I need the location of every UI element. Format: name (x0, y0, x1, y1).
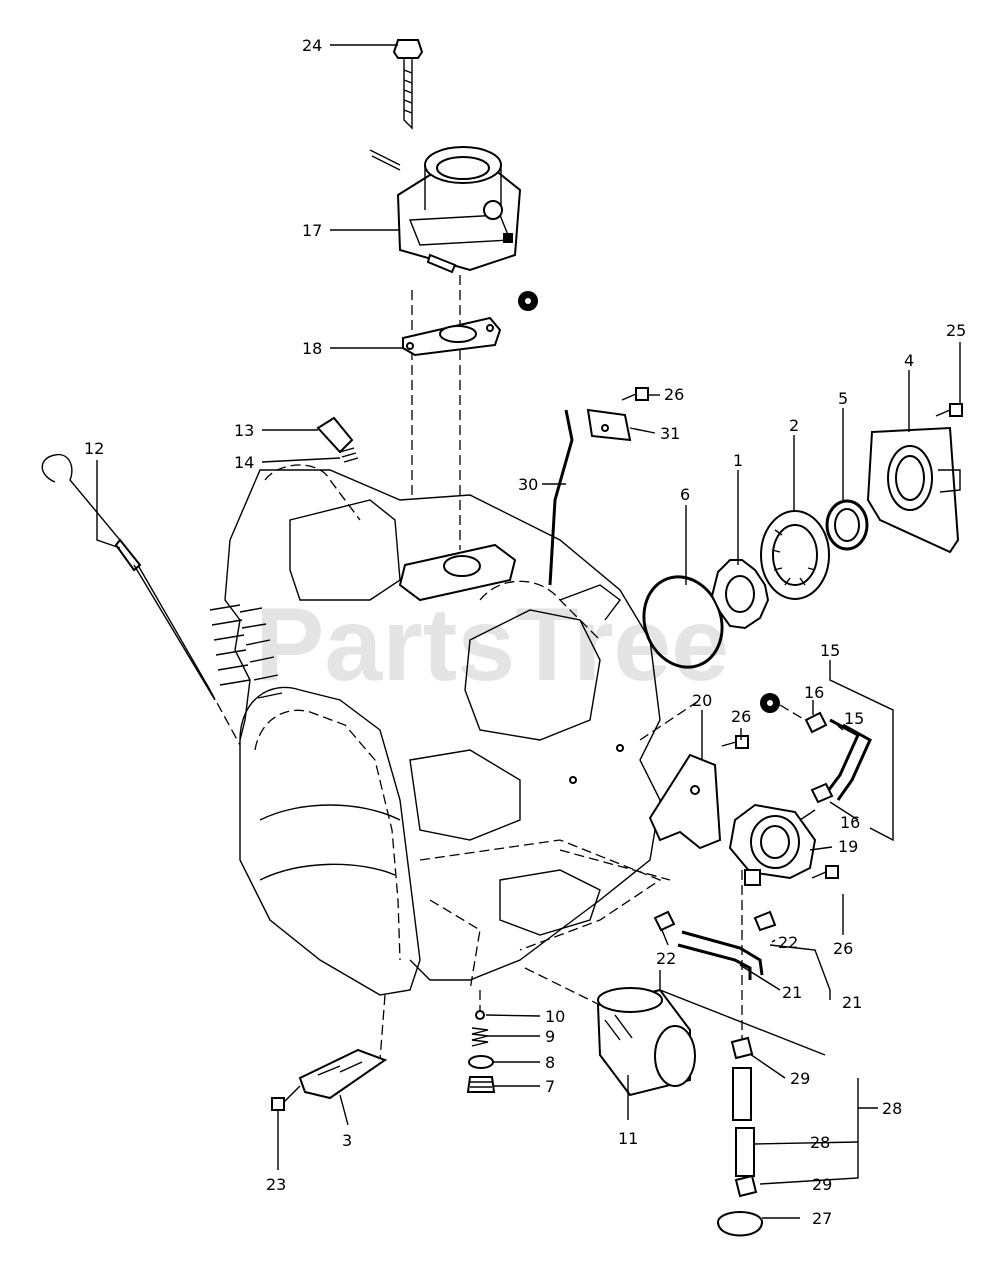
part-25-screw (935, 403, 963, 417)
part-10-ball (475, 1010, 485, 1020)
callout-10: 10 (545, 1007, 565, 1026)
callout-17: 17 (302, 221, 322, 240)
callout-29-top: 29 (790, 1069, 810, 1088)
part-26-screw-low (811, 865, 839, 879)
part-31-bracket (586, 408, 632, 442)
callout-7: 7 (545, 1077, 555, 1096)
part-22-clamp-right (753, 910, 777, 932)
part-15-fuel-hose (823, 718, 860, 796)
callout-22-right: 22 (778, 933, 798, 952)
callout-16-top: 16 (804, 683, 824, 702)
part-11-oil-filter (596, 987, 696, 1097)
part-21-fuel-hose (681, 930, 764, 976)
part-23-bolt (271, 1085, 301, 1111)
watermark: PartsTree (255, 587, 729, 703)
callout-22-left: 22 (656, 949, 676, 968)
callout-12: 12 (84, 439, 104, 458)
callout-15-mid: 15 (844, 709, 864, 728)
part-4-oil-pump-cover (866, 426, 961, 554)
callout-25: 25 (946, 321, 966, 340)
callout-13: 13 (234, 421, 254, 440)
part-29-clamp-lower (734, 1174, 758, 1198)
part-16-clamp-lower (810, 782, 834, 804)
part-1-inner-rotor (710, 559, 770, 630)
callout-5: 5 (838, 389, 848, 408)
part-7-plug (466, 1076, 496, 1093)
callout-21-left: 21 (782, 983, 802, 1002)
callout-27: 27 (812, 1209, 832, 1228)
callout-2: 2 (789, 416, 799, 435)
callout-11: 11 (618, 1129, 638, 1148)
part-30-tube (548, 409, 574, 586)
assembly-lines (209, 275, 806, 1061)
part-14-breather-seal (339, 447, 359, 463)
part-26-screw-mid (721, 735, 749, 749)
callout-26-low: 26 (833, 939, 853, 958)
part-19-fuel-pump (728, 803, 817, 886)
callout-3: 3 (342, 1131, 352, 1150)
part-29-clamp-upper (730, 1036, 754, 1060)
callout-29-low: 29 (812, 1175, 832, 1194)
part-2-outer-rotor (760, 510, 830, 600)
part-9-spring (471, 1027, 489, 1047)
callout-24: 24 (302, 36, 322, 55)
callout-16-low: 16 (840, 813, 860, 832)
callout-30: 30 (518, 475, 538, 494)
callout-20: 20 (692, 691, 712, 710)
callout-4: 4 (904, 351, 914, 370)
part-22-clamp-left (653, 910, 676, 932)
callout-19: 19 (838, 837, 858, 856)
part-28-tube-upper (732, 1067, 752, 1121)
part-26-screw-top (621, 387, 649, 401)
callout-26-mid: 26 (731, 707, 751, 726)
callout-14: 14 (234, 453, 254, 472)
part-5-oil-seal (825, 499, 869, 551)
part-8-washer (468, 1055, 494, 1069)
callout-31: 31 (660, 424, 680, 443)
part-17-carburetor (369, 146, 522, 274)
callout-18: 18 (302, 339, 322, 358)
part-3-cover-plate (298, 1048, 388, 1100)
callout-9: 9 (545, 1027, 555, 1046)
callout-21-right: 21 (842, 993, 862, 1012)
part-24-bolt (392, 39, 424, 130)
callout-26-top: 26 (664, 385, 684, 404)
part-18-gasket (402, 316, 502, 357)
part-12-dipstick (41, 454, 216, 701)
callout-8: 8 (545, 1053, 555, 1072)
callout-6: 6 (680, 485, 690, 504)
callout-28-right: 28 (882, 1099, 902, 1118)
part-28-tube-lower (735, 1127, 755, 1177)
part-16-clamp-upper (804, 711, 828, 734)
callout-28-mid: 28 (810, 1133, 830, 1152)
leader-lines (96, 44, 961, 1219)
callout-1: 1 (733, 451, 743, 470)
callout-15-top: 15 (820, 641, 840, 660)
part-20-fuel-pump-bracket (648, 753, 722, 850)
part-13-breather-fitting (316, 416, 354, 454)
engine-block (209, 464, 662, 996)
callout-23: 23 (266, 1175, 286, 1194)
part-27-filter-cap (717, 1211, 763, 1237)
callout-labels: 24 17 18 13 14 12 30 26 31 6 1 2 5 4 25 … (84, 36, 966, 1228)
